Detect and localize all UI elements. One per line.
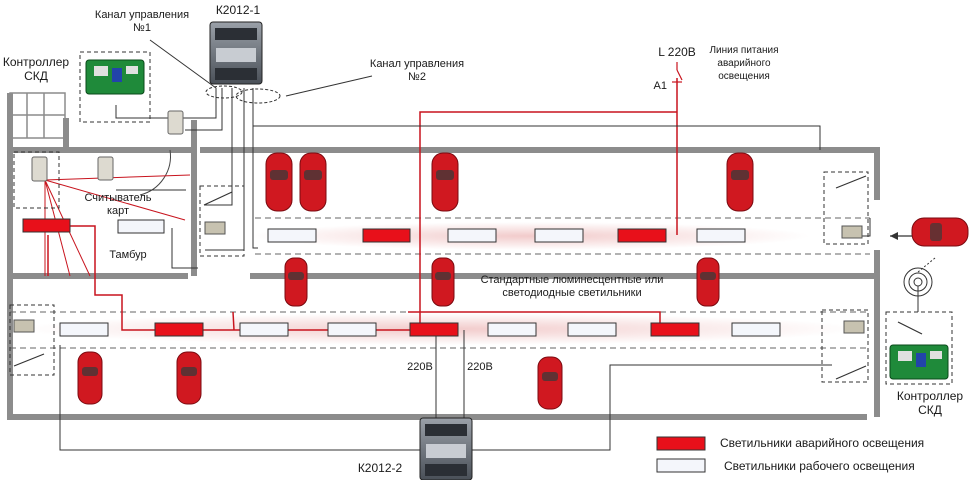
working-light (534, 228, 584, 243)
legend-working-swatch (656, 458, 706, 473)
power-desc-1: Линия питания (709, 45, 778, 56)
channel1-number: №1 (133, 22, 151, 34)
car-windows (82, 170, 749, 381)
working-light (487, 322, 537, 337)
controller-left-label: Контроллер (3, 55, 70, 69)
working-light (731, 322, 781, 337)
controller-board-left (85, 59, 145, 95)
vestibule-label: Тамбур (109, 249, 146, 261)
parked-cars (77, 152, 754, 410)
k2012-2-label: К2012-2 (358, 461, 403, 475)
emergency-light (617, 228, 667, 243)
emergency-light (650, 322, 700, 337)
emergency-light (154, 322, 204, 337)
controller-room-grid-lines (10, 93, 65, 138)
upper-row-fixtures (267, 228, 746, 243)
working-light (267, 228, 317, 243)
channel2-number: №2 (408, 71, 426, 83)
channel1-label: Канал управления (95, 9, 189, 21)
k2012-2-device (419, 417, 473, 480)
reader-label: Считыватель (84, 192, 151, 204)
power-line-label: L 220В (658, 45, 696, 59)
lower-row-fixtures (59, 322, 781, 337)
lamps-desc-2: светодиодные светильники (502, 287, 641, 299)
legend-working-label: Светильники рабочего освещения (724, 459, 915, 473)
controller-board-right (889, 344, 949, 380)
working-light (567, 322, 617, 337)
callout-lines (149, 39, 373, 97)
power-desc-3: освещения (718, 71, 770, 82)
card-reader-icons (31, 110, 184, 182)
barrier-cameras (13, 221, 865, 334)
emergency-light (409, 322, 459, 337)
working-light (117, 219, 165, 234)
legend-emergency-swatch (656, 436, 706, 451)
controller-right-skd: СКД (918, 403, 942, 417)
dashed-boxes (9, 51, 953, 385)
controller-left-skd: СКД (24, 69, 48, 83)
controller-right-label: Контроллер (897, 389, 964, 403)
working-light (696, 228, 746, 243)
emergency-light (22, 218, 71, 233)
voltage-left: 220В (407, 361, 433, 373)
k2012-1-device (209, 21, 263, 85)
voltage-right: 220В (467, 361, 493, 373)
reader-card: карт (107, 205, 129, 217)
channel2-label: Канал управления (370, 58, 464, 70)
working-light (239, 322, 289, 337)
incoming-car (890, 217, 969, 247)
lamps-desc-1: Стандартные люминесцентные или (481, 274, 664, 286)
power-desc-2: аварийного (717, 58, 771, 69)
radio-antenna-icon (903, 257, 936, 312)
barrier-arms (13, 175, 923, 380)
k2012-1-label: К2012-1 (216, 3, 261, 17)
breaker-switch (672, 62, 683, 83)
door-arc (139, 149, 171, 196)
working-light (59, 322, 109, 337)
emergency-light (362, 228, 411, 243)
legend-emergency-label: Светильники аварийного освещения (720, 436, 924, 450)
working-light (447, 228, 497, 243)
working-light (327, 322, 377, 337)
channel-ellipses (205, 85, 281, 104)
breaker-label: A1 (654, 80, 667, 92)
building-walls (7, 93, 880, 420)
